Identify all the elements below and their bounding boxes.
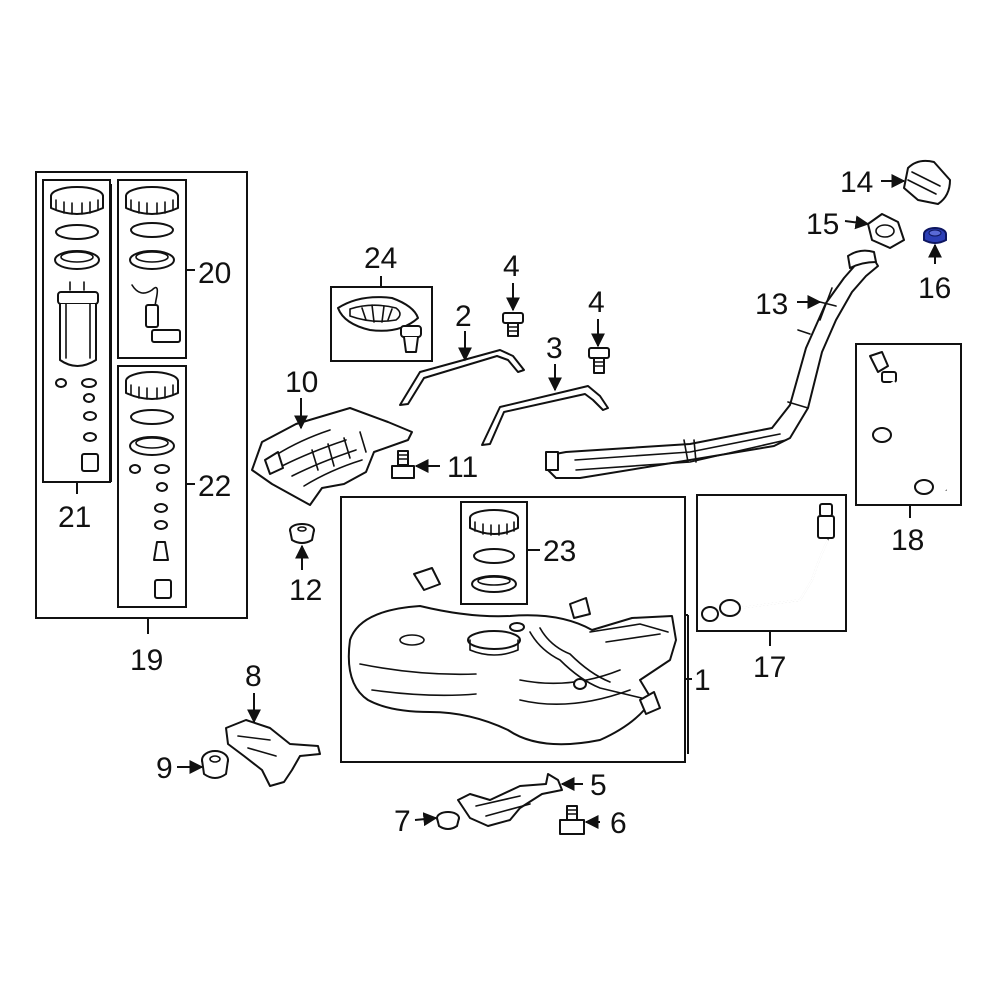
fuel-cap-14 xyxy=(903,159,951,205)
tank-clip-2 xyxy=(569,597,591,619)
heat-shield-10 xyxy=(251,407,413,506)
group-18-frame xyxy=(855,343,962,506)
bolt-4-upper xyxy=(502,312,524,337)
fuel-level-sender-kit xyxy=(125,186,181,343)
callout-18: 18 xyxy=(891,524,924,557)
callout-22: 22 xyxy=(198,470,231,503)
fuel-filter-kit xyxy=(125,371,179,599)
group-1-frame xyxy=(340,496,686,763)
callout-4-upper: 4 xyxy=(503,250,520,283)
pump-kit-group-19 xyxy=(35,171,248,634)
callout-5: 5 xyxy=(590,769,607,802)
callout-1: 1 xyxy=(694,664,711,697)
fuel-tank-group-1 xyxy=(340,496,692,763)
callout-21: 21 xyxy=(58,501,91,534)
bolt-11 xyxy=(391,450,415,479)
group-22-frame xyxy=(117,365,187,608)
callout-6: 6 xyxy=(610,807,627,840)
callout-19: 19 xyxy=(130,644,163,677)
group-17-frame xyxy=(696,494,847,632)
callout-14: 14 xyxy=(840,166,873,199)
filler-pipe-13 xyxy=(545,249,879,479)
bracket-8 xyxy=(225,719,321,787)
callout-13: 13 xyxy=(755,288,788,321)
callout-16: 16 xyxy=(918,272,951,305)
bolt-6 xyxy=(559,805,585,835)
callout-8: 8 xyxy=(245,660,262,693)
callout-23: 23 xyxy=(543,535,576,568)
callout-11: 11 xyxy=(447,451,478,484)
callout-10: 10 xyxy=(285,366,318,399)
callout-4-lower: 4 xyxy=(588,286,605,319)
leader-arrows xyxy=(177,174,942,829)
tank-strap-3 xyxy=(481,385,609,446)
fuel-pump-module xyxy=(50,186,104,472)
vent-line-group-17 xyxy=(696,494,847,646)
callout-labels: 1 2 3 4 4 5 6 7 8 9 10 11 12 13 14 15 16… xyxy=(58,166,951,840)
group-23-frame xyxy=(460,501,528,605)
seal-ring-15 xyxy=(867,213,905,249)
protector-plate-5 xyxy=(457,773,563,827)
hose-group-18 xyxy=(855,343,962,518)
bolt-4-lower xyxy=(588,347,610,374)
tank-strap-2 xyxy=(399,349,525,406)
nut-9 xyxy=(201,750,229,779)
callout-7: 7 xyxy=(394,805,411,838)
callout-24: 24 xyxy=(364,242,397,275)
callout-9: 9 xyxy=(156,752,173,785)
callout-12: 12 xyxy=(289,574,322,607)
tank-clip xyxy=(413,567,441,591)
callout-17: 17 xyxy=(753,651,786,684)
callout-2: 2 xyxy=(455,300,472,333)
callout-20: 20 xyxy=(198,257,231,290)
access-cover-group-24 xyxy=(330,276,433,362)
part-16-highlighted xyxy=(923,227,947,244)
callout-15: 15 xyxy=(806,208,839,241)
group-19-frame xyxy=(35,171,248,619)
nut-12 xyxy=(289,523,315,544)
callout-3: 3 xyxy=(546,332,563,365)
nut-7 xyxy=(436,811,460,830)
